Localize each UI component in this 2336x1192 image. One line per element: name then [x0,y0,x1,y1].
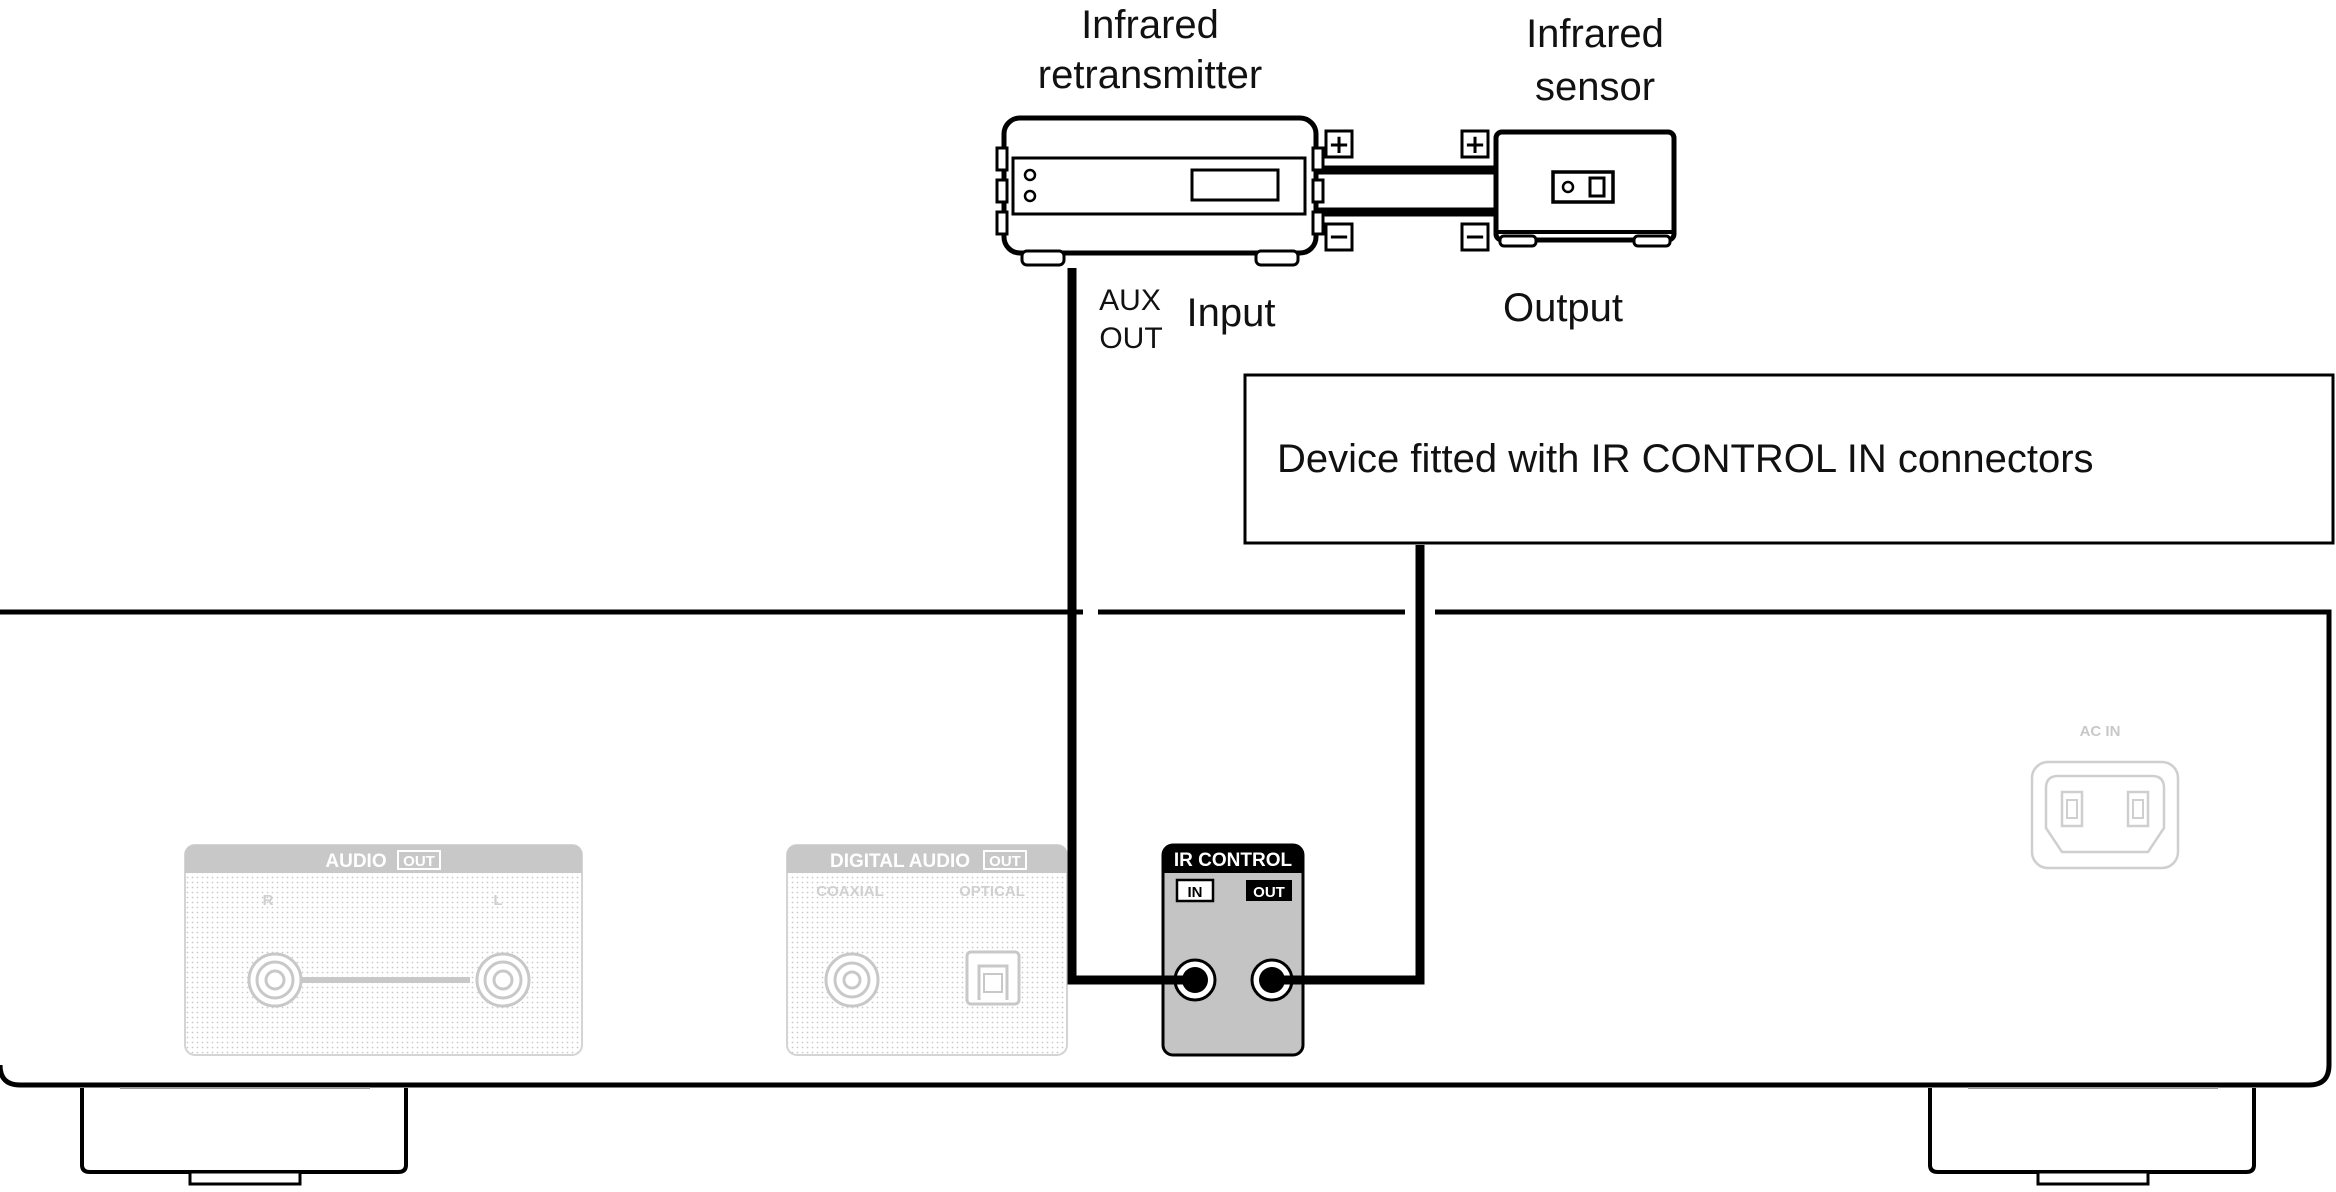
digital-audio-out-panel: DIGITAL AUDIO OUT COAXIAL OPTICAL [786,844,1068,1056]
audio-out-tag: OUT [403,853,435,870]
sensor-minus-terminal: − [1460,222,1490,252]
aux-out-label-line2: OUT [1099,322,1162,355]
infrared-sensor [1493,129,1677,248]
ir-out-label: OUT [1253,884,1285,901]
optical-label: OPTICAL [959,883,1025,900]
cables [1067,165,1496,985]
aux-out-label-line1: AUX [1099,284,1161,317]
sensor-label-line2: sensor [1535,65,1655,109]
coaxial-label: COAXIAL [816,883,884,900]
audio-r-label: R [263,892,274,909]
audio-out-title: AUDIO [325,851,386,872]
retransmitter-label-line1: Infrared [1081,3,1219,47]
svg-text:+: + [1328,130,1350,160]
device-box: Device fitted with IR CONTROL IN connect… [1243,373,2335,545]
output-label: Output [1503,286,1623,330]
ir-control-title: IR CONTROL [1174,850,1293,871]
sensor-label-line1: Infrared [1526,12,1664,56]
right-foot [1928,1087,2256,1186]
audio-r-jack[interactable] [247,952,303,1008]
ir-control-panel: IR CONTROL IN OUT [1161,843,1305,1057]
retransmitter-minus-terminal: − [1324,222,1354,252]
coaxial-jack[interactable] [824,952,880,1008]
sensor-plus-terminal: + [1460,129,1490,160]
audio-l-jack[interactable] [475,952,531,1008]
cable-aux-out-to-ir-in [1067,268,1195,985]
ir-in-label: IN [1188,884,1203,901]
svg-text:−: − [1328,222,1350,252]
retransmitter-label-line2: retransmitter [1038,53,1263,97]
digital-audio-title: DIGITAL AUDIO [830,851,970,872]
device-box-label: Device fitted with IR CONTROL IN connect… [1277,437,2094,481]
main-unit-rear-panel [0,609,2332,1186]
retransmitter-plus-terminal: + [1324,129,1354,160]
svg-text:+: + [1464,130,1486,160]
audio-l-label: L [493,892,502,909]
digital-audio-tag: OUT [989,853,1021,870]
ac-in-socket[interactable]: AC IN [2030,723,2180,870]
cable-ir-out-to-device [1272,545,1425,985]
svg-text:−: − [1464,222,1486,252]
infrared-retransmitter [995,115,1325,267]
optical-jack[interactable] [965,950,1021,1006]
left-foot [80,1087,408,1186]
audio-out-panel: AUDIO OUT R L [184,844,583,1056]
ac-in-label: AC IN [2080,723,2121,740]
input-label: Input [1187,291,1276,335]
